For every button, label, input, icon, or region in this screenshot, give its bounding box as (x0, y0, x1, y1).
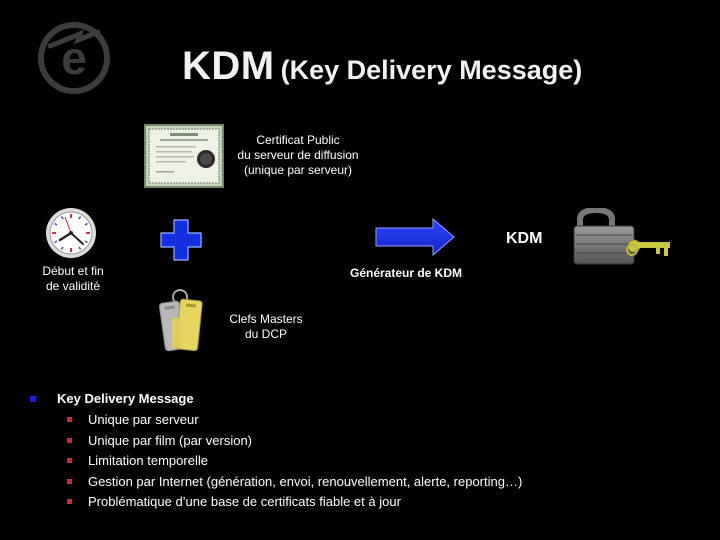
bullet-marker (67, 458, 72, 463)
validity-caption-line-2: de validité (45, 279, 101, 293)
main-bullet: Key Delivery Message (30, 390, 710, 410)
sub-bullet-text: Unique par film (par version) (88, 432, 253, 448)
certificate-caption-line-3: (unique par serveur) (243, 163, 353, 177)
plus-icon (160, 219, 202, 261)
bullet-marker (67, 478, 72, 484)
sub-bullet-text: Gestion par Internet (génération, envoi,… (88, 473, 523, 489)
certificate-caption: Certificat Public du serveur de diffusio… (228, 133, 368, 178)
sub-bullet: Problématique d’une base de certificats … (30, 492, 710, 513)
keys-icon (158, 289, 203, 352)
certificate-caption-line-1: Certificat Public (256, 133, 340, 147)
sub-bullet-text: Limitation temporelle (88, 453, 208, 468)
validity-caption-line-1: Début et fin (42, 264, 104, 278)
page-title: KDM(Key Delivery Message) (182, 44, 582, 89)
sub-bullet: Limitation temporelle (30, 451, 710, 472)
bullet-marker (30, 396, 36, 402)
clock-icon (46, 208, 96, 258)
certificate-icon (144, 124, 224, 188)
main-bullet-text: Key Delivery Message (57, 391, 194, 406)
kdm-label: KDM (506, 230, 543, 247)
arrow-right-icon (375, 218, 455, 256)
certificate-caption-line-2: du serveur de diffusion (237, 148, 359, 162)
bullet-marker (67, 437, 72, 443)
sub-bullet-text: Problématique d’une base de certificats … (88, 494, 401, 509)
sub-bullet: Gestion par Internet (génération, envoi,… (30, 472, 710, 493)
bullet-marker (67, 499, 72, 504)
title-main: KDM (182, 44, 275, 88)
sub-bullet: Unique par film (par version) (30, 431, 710, 452)
bullet-marker (67, 417, 72, 422)
keys-caption-line-1: Clefs Masters (229, 312, 303, 326)
keys-caption: Clefs Masters du DCP (218, 312, 314, 342)
logo-e-icon: e (38, 22, 110, 94)
validity-caption: Début et fin de validité (30, 264, 116, 294)
title-sub: (Key Delivery Message) (280, 55, 583, 85)
sub-bullet-text: Unique par serveur (88, 412, 199, 427)
bullet-list: Key Delivery Message Unique par serveur … (30, 390, 710, 513)
generator-label: Générateur de KDM (349, 266, 463, 280)
padlock-with-key-icon (573, 208, 670, 265)
keys-caption-line-2: du DCP (244, 327, 288, 341)
sub-bullet: Unique par serveur (30, 410, 710, 431)
